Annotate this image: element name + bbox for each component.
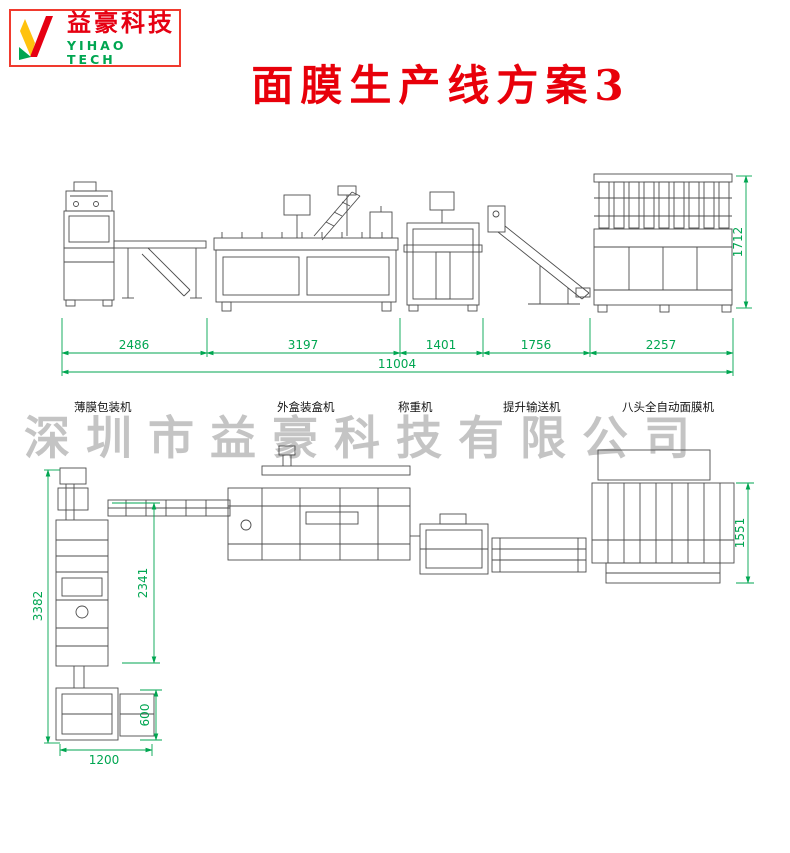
dim-elevation-seg2: 3197 [288, 338, 319, 352]
transfer-conveyor-plan-drawing [491, 537, 587, 573]
cartoner-plan-drawing [227, 445, 411, 561]
machine-label-mask-machine: 八头全自动面膜机 [622, 400, 714, 414]
dim-elevation-total: 11004 [378, 357, 416, 371]
plan-dimensions: 3382 2341 600 1200 1551 [31, 469, 754, 767]
dim-elevation-seg1: 2486 [119, 338, 150, 352]
machine-label-checkweigher: 称重机 [398, 400, 433, 414]
elevation-view: 2486 3197 1401 1756 2257 11004 1712 [61, 173, 752, 376]
watermark-text: 深圳市益豪科技有限公司 [24, 411, 706, 465]
dim-plan-total-height: 3382 [31, 591, 45, 622]
dim-plan-outfeed-height: 600 [138, 704, 152, 727]
checkweigher-plan-drawing [410, 513, 489, 575]
checkweigher-elevation-drawing [403, 191, 483, 312]
dim-plan-outfeed-width: 1200 [89, 753, 120, 767]
dim-plan-inner-height: 2341 [136, 568, 150, 599]
machine-label-film-wrapper: 薄膜包装机 [74, 400, 132, 414]
page-title: 面膜生产线方案3 [251, 61, 631, 110]
machine-label-incline-conveyor: 提升输送机 [503, 400, 561, 414]
machine-label-cartoner: 外盒装盒机 [277, 400, 335, 414]
cartoner-machine-elevation-drawing [213, 185, 399, 312]
company-logo: 益豪科技 YIHAO TECH [9, 9, 181, 67]
logo-company-name: 益豪科技 [67, 8, 175, 38]
mask-machine-plan-drawing [591, 449, 735, 584]
logo-company-name-en: YIHAO TECH [67, 38, 127, 67]
dim-elevation-height: 1712 [731, 227, 745, 258]
elevation-dimensions: 2486 3197 1401 1756 2257 11004 1712 [61, 175, 752, 376]
logo-mark-icon [19, 16, 53, 60]
wrapper-machine-elevation-drawing [63, 181, 207, 307]
dim-elevation-seg5: 2257 [646, 338, 677, 352]
dim-plan-machine-depth: 1551 [733, 518, 747, 549]
plan-view: 3382 2341 600 1200 1551 [31, 445, 754, 767]
infeed-conveyor-plan-drawing [107, 499, 231, 517]
mask-machine-elevation-drawing [593, 173, 733, 313]
incline-conveyor-elevation-drawing [487, 205, 591, 305]
dim-elevation-seg3: 1401 [426, 338, 457, 352]
wrapper-machine-plan-drawing [55, 467, 155, 741]
dim-elevation-seg4: 1756 [521, 338, 552, 352]
